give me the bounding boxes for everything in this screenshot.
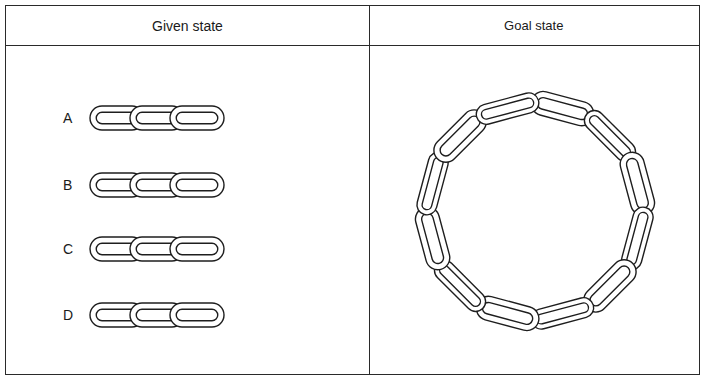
link-inner: [536, 96, 589, 120]
chain-link: [474, 91, 541, 127]
table-column: Goal state: [369, 5, 701, 375]
link-inner: [481, 301, 534, 325]
chain-link: [170, 106, 224, 130]
link-inner: [535, 302, 589, 325]
chain-link: [413, 204, 453, 272]
chain-link: [170, 237, 224, 261]
straight-chain: [90, 106, 224, 130]
link-outer: [529, 295, 596, 331]
chain-link: [170, 303, 224, 327]
column-heading: Given state: [6, 6, 369, 46]
row-letter: D: [63, 306, 73, 324]
link-outer: [170, 173, 224, 197]
chain-link: [170, 173, 224, 197]
chain-link: [618, 150, 658, 218]
link-inner: [176, 179, 218, 191]
link-outer: [170, 237, 224, 261]
link-inner: [480, 97, 534, 120]
row-letter: B: [63, 176, 72, 194]
link-inner: [176, 309, 218, 321]
link-inner: [176, 243, 218, 255]
row-letter: A: [63, 109, 72, 127]
link-inner: [625, 157, 649, 210]
link-inner: [438, 264, 483, 309]
column-heading: Goal state: [369, 6, 700, 46]
row-letter: C: [63, 240, 73, 258]
straight-chain: [90, 303, 224, 327]
link-inner: [176, 112, 218, 124]
link-outer: [170, 106, 224, 130]
straight-chain: [90, 173, 224, 197]
link-inner: [626, 211, 649, 265]
link-inner: [588, 114, 633, 159]
link-outer: [474, 91, 541, 127]
link-outer: [413, 204, 453, 272]
link-outer: [170, 303, 224, 327]
link-inner: [438, 114, 483, 159]
link-inner: [420, 212, 444, 265]
straight-chain: [90, 237, 224, 261]
link-inner: [421, 156, 444, 210]
link-inner: [588, 264, 633, 309]
closed-chain: [413, 89, 658, 334]
link-outer: [618, 150, 658, 218]
chain-link: [529, 295, 596, 331]
table-column: Given state: [5, 5, 370, 375]
